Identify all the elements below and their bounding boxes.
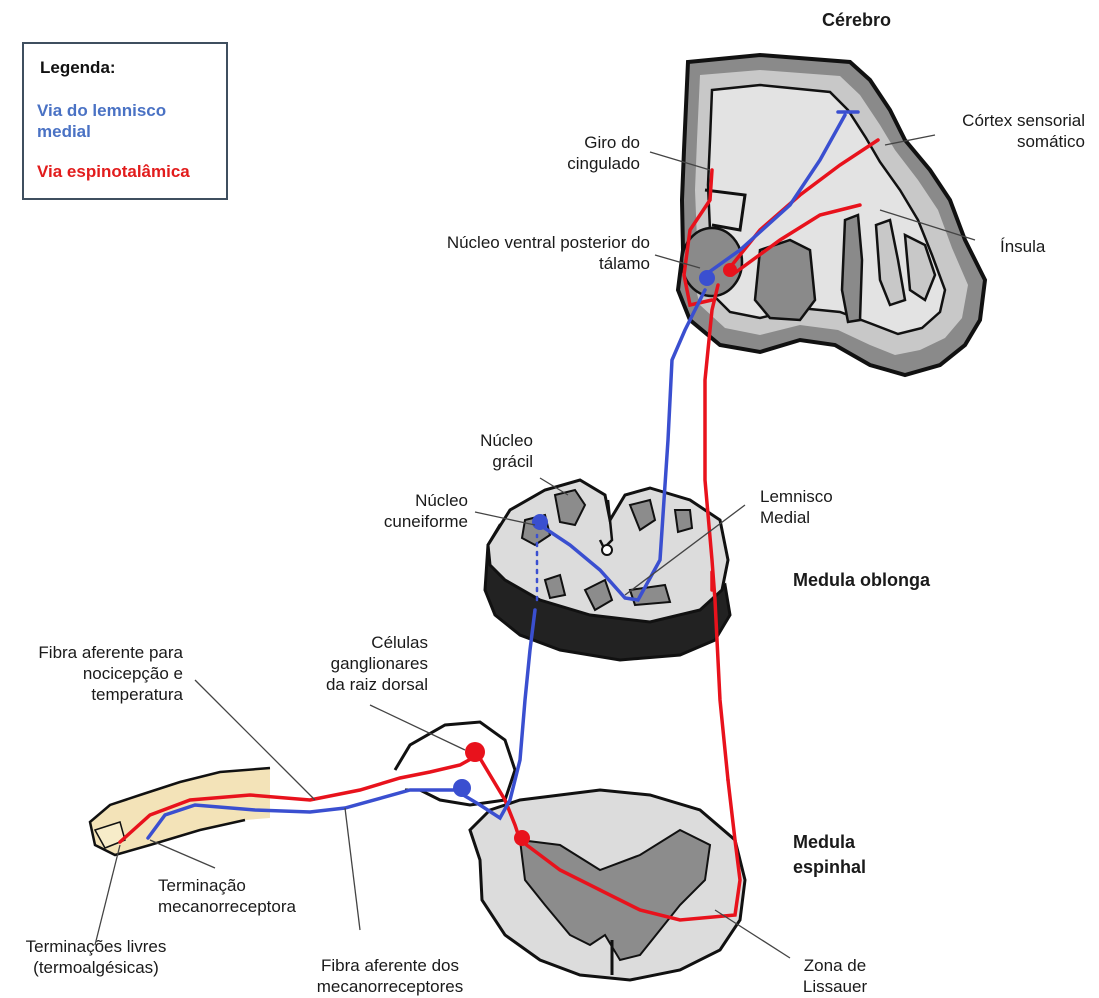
lemniscus-cuneate-cell — [532, 514, 548, 530]
leader-mechanoreceptor-fiber — [345, 808, 360, 930]
label-ganglion-cells: Células ganglionares da raiz dorsal — [300, 632, 428, 695]
label-gracile: Núcleo grácil — [455, 430, 533, 472]
legend-title: Legenda: — [40, 58, 116, 78]
spinothalamic-ganglion-cell — [465, 742, 485, 762]
leader-free-endings — [95, 845, 120, 945]
label-mechanoreceptor-fiber: Fibra aferente dos mecanorreceptores — [290, 955, 490, 997]
label-cingulate: Giro do cingulado — [545, 132, 640, 174]
label-somatosensory-cortex: Córtex sensorial somático — [925, 110, 1085, 152]
medulla-section — [485, 480, 730, 660]
lemniscus-thalamus-cell — [699, 270, 715, 286]
leader-mechanoreceptor-ending — [150, 840, 215, 868]
medulla-nucleus-4 — [675, 510, 692, 532]
spinothalamic-thalamus-cell — [723, 263, 737, 277]
region-spinal-cord: Medula espinhal — [793, 830, 866, 880]
legend-spinothalamic: Via espinotalâmica — [37, 162, 190, 182]
brain-section — [678, 55, 985, 375]
spinothalamic-dorsal-horn-cell — [514, 830, 530, 846]
label-insula: Ínsula — [1000, 236, 1045, 257]
legend-box: Legenda: Via do lemnisco medial Via espi… — [22, 42, 228, 200]
region-brain: Cérebro — [822, 10, 891, 31]
label-thalamus-nucleus: Núcleo ventral posterior do tálamo — [395, 232, 650, 274]
region-medulla: Medula oblonga — [793, 570, 930, 591]
label-medial-lemniscus: Lemnisco Medial — [760, 486, 833, 528]
label-free-endings: Terminações livres (termoalgésicas) — [0, 936, 192, 978]
lemniscus-ganglion-cell — [453, 779, 471, 797]
brain-inner-gyrus-1 — [842, 215, 862, 322]
medulla-canal-dot — [602, 545, 612, 555]
label-lissauer: Zona de Lissauer — [785, 955, 885, 997]
brain-white-matter — [705, 85, 945, 334]
label-mechanoreceptor-ending: Terminação mecanorreceptora — [158, 875, 296, 917]
legend-medial-lemniscus: Via do lemnisco medial — [37, 100, 166, 142]
label-nociception-fiber: Fibra aferente para nocicepção e tempera… — [0, 642, 183, 705]
label-cuneate: Núcleo cuneiforme — [360, 490, 468, 532]
